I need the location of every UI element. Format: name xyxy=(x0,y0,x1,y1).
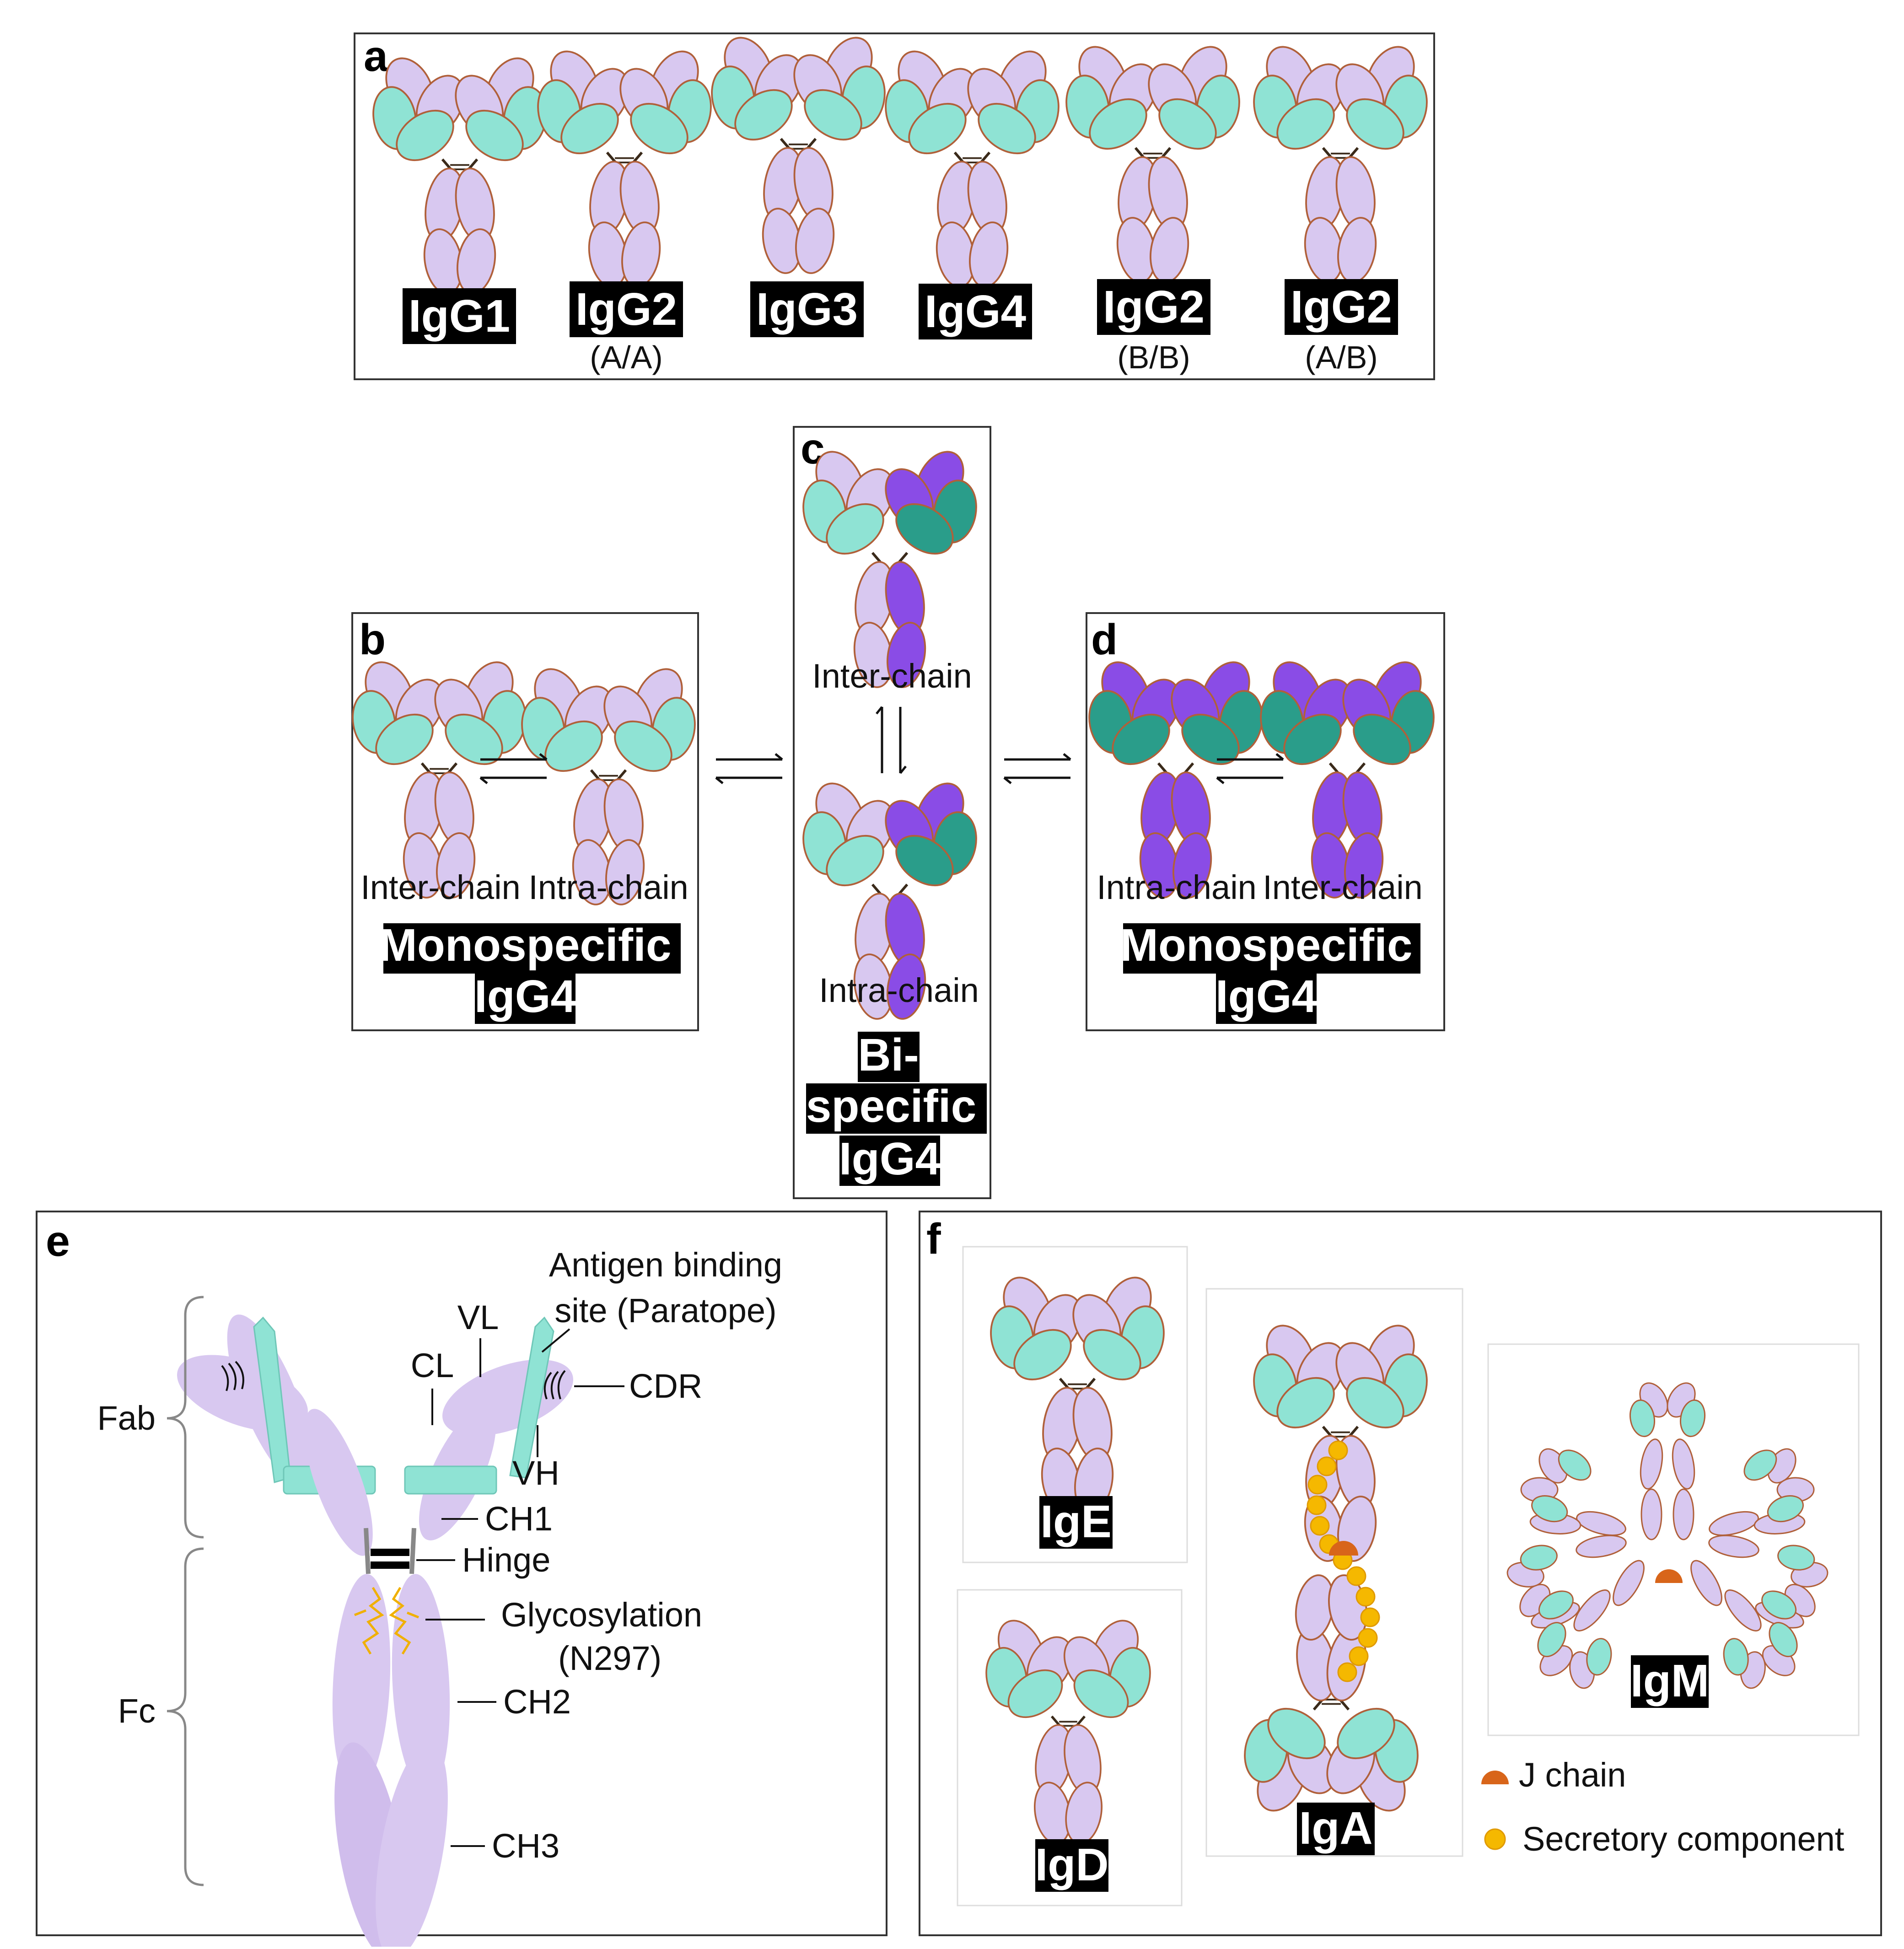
label-igm: IgM xyxy=(1630,1655,1709,1707)
glycan-icon xyxy=(354,1587,419,1655)
equilibrium-arrows-b xyxy=(479,753,548,784)
ige-box xyxy=(962,1246,1188,1563)
title-d-line2: IgG4 xyxy=(1216,971,1318,1022)
label-antigen-line2: site (Paratope) xyxy=(554,1292,776,1330)
panel-b-letter: b xyxy=(359,615,386,664)
panel-b: b Inter-chain Intra-chain Monospecific I… xyxy=(348,612,700,1031)
label-ige: IgE xyxy=(1040,1496,1112,1547)
igg1-molecule xyxy=(369,50,551,297)
panel-a: a IgG1 IgG2 (A/A) IgG3 IgG4 IgG2 (B/B) I… xyxy=(354,30,1435,380)
label-igg3: IgG3 xyxy=(756,284,858,335)
legend-j-chain-label: J chain xyxy=(1519,1756,1626,1794)
equilibrium-arrows-cd xyxy=(1003,753,1071,784)
caption-c-intra: Intra-chain xyxy=(819,971,979,1009)
title-c-line1: Bi- xyxy=(858,1029,919,1081)
title-d-line1: Monospecific xyxy=(1120,920,1413,971)
equilibrium-arrows-d xyxy=(1216,753,1284,784)
fc-bracket xyxy=(167,1547,204,1886)
igg2-aa-molecule xyxy=(533,43,716,290)
iga-j-chain xyxy=(1329,1541,1358,1556)
caption-d-intra: Intra-chain xyxy=(1097,868,1257,906)
panel-e: e xyxy=(36,1211,887,1949)
label-igg1: IgG1 xyxy=(409,291,510,342)
label-cdr: CDR xyxy=(629,1367,702,1405)
igm-box xyxy=(1487,1343,1860,1736)
igm-j-chain xyxy=(1655,1569,1683,1583)
label-ch2: CH2 xyxy=(503,1683,571,1721)
fab-left-arm xyxy=(177,1314,376,1556)
label-igd: IgD xyxy=(1035,1839,1108,1890)
sub-aa: (A/A) xyxy=(590,339,662,375)
pointer-antigen xyxy=(541,1328,570,1353)
hinge-region xyxy=(364,1528,416,1574)
label-ch3: CH3 xyxy=(492,1827,559,1865)
label-igg2-aa: IgG2 xyxy=(576,284,677,335)
label-igg2-bb: IgG2 xyxy=(1103,281,1205,333)
igd-box xyxy=(957,1589,1183,1906)
title-b-line2: IgG4 xyxy=(474,971,576,1022)
legend-secretory-label: Secretory component xyxy=(1522,1820,1845,1858)
secretory-component xyxy=(1307,1440,1380,1682)
iga-box xyxy=(1205,1288,1463,1857)
label-glyco-line1: Glycosylation xyxy=(501,1596,702,1634)
igg3-molecule xyxy=(707,30,890,276)
title-c-line3: IgG4 xyxy=(839,1133,941,1184)
caption-d-inter: Inter-chain xyxy=(1263,868,1423,906)
label-glyco-line2: (N297) xyxy=(558,1639,662,1677)
label-antigen-line1: Antigen binding xyxy=(549,1246,782,1284)
panel-e-letter: e xyxy=(46,1217,70,1265)
igg4-molecule xyxy=(881,43,1064,290)
caption-b-inter: Inter-chain xyxy=(360,868,521,906)
cdr-loops-left xyxy=(221,1361,244,1391)
label-fc: Fc xyxy=(118,1692,156,1730)
sub-ab: (A/B) xyxy=(1305,339,1377,375)
label-vl: VL xyxy=(457,1298,499,1336)
cdr-loops-right xyxy=(543,1370,566,1400)
label-iga: IgA xyxy=(1299,1803,1372,1854)
monospecific-dark-inter-molecule xyxy=(1256,654,1439,901)
caption-c-inter: Inter-chain xyxy=(812,657,972,695)
panel-d: d Intra-chain Inter-chain Monospecific I… xyxy=(1085,612,1445,1031)
label-hinge: Hinge xyxy=(462,1541,550,1579)
equilibrium-arrows-c xyxy=(876,706,907,774)
equilibrium-arrows-bc xyxy=(715,753,783,784)
caption-b-intra: Intra-chain xyxy=(528,868,688,906)
panel-a-letter: a xyxy=(364,32,388,81)
igg2-ab-molecule xyxy=(1249,39,1432,285)
igd-molecule xyxy=(982,1613,1155,1847)
label-cl: CL xyxy=(411,1346,454,1384)
panel-f: f IgE IgD IgA xyxy=(919,1211,1882,1936)
igg2-bb-molecule xyxy=(1062,39,1244,285)
legend-j-chain-icon xyxy=(1481,1771,1509,1784)
label-vh: VH xyxy=(512,1454,559,1492)
label-igg2-ab: IgG2 xyxy=(1291,281,1392,333)
fab-bracket xyxy=(167,1296,204,1539)
title-c-line2: specific xyxy=(806,1081,976,1132)
panel-d-letter: d xyxy=(1091,615,1118,664)
panel-f-letter: f xyxy=(926,1215,941,1263)
igm-molecule xyxy=(1495,1377,1840,1701)
sub-bb: (B/B) xyxy=(1117,339,1190,375)
bispecific-inter-molecule xyxy=(799,444,981,690)
legend-secretory-icon xyxy=(1484,1828,1506,1850)
fab-right-arm xyxy=(404,1316,573,1540)
label-ch1: CH1 xyxy=(485,1500,553,1538)
title-b-line1: Monospecific xyxy=(379,920,672,971)
label-fab: Fab xyxy=(97,1399,156,1437)
iga-lower-molecule xyxy=(1240,1572,1423,1819)
panel-c: c Inter-chain Intra-chain Bi- specific I… xyxy=(793,425,991,1199)
fc-region xyxy=(332,1574,450,1949)
label-igg4: IgG4 xyxy=(925,286,1027,337)
ige-molecule xyxy=(986,1270,1169,1516)
